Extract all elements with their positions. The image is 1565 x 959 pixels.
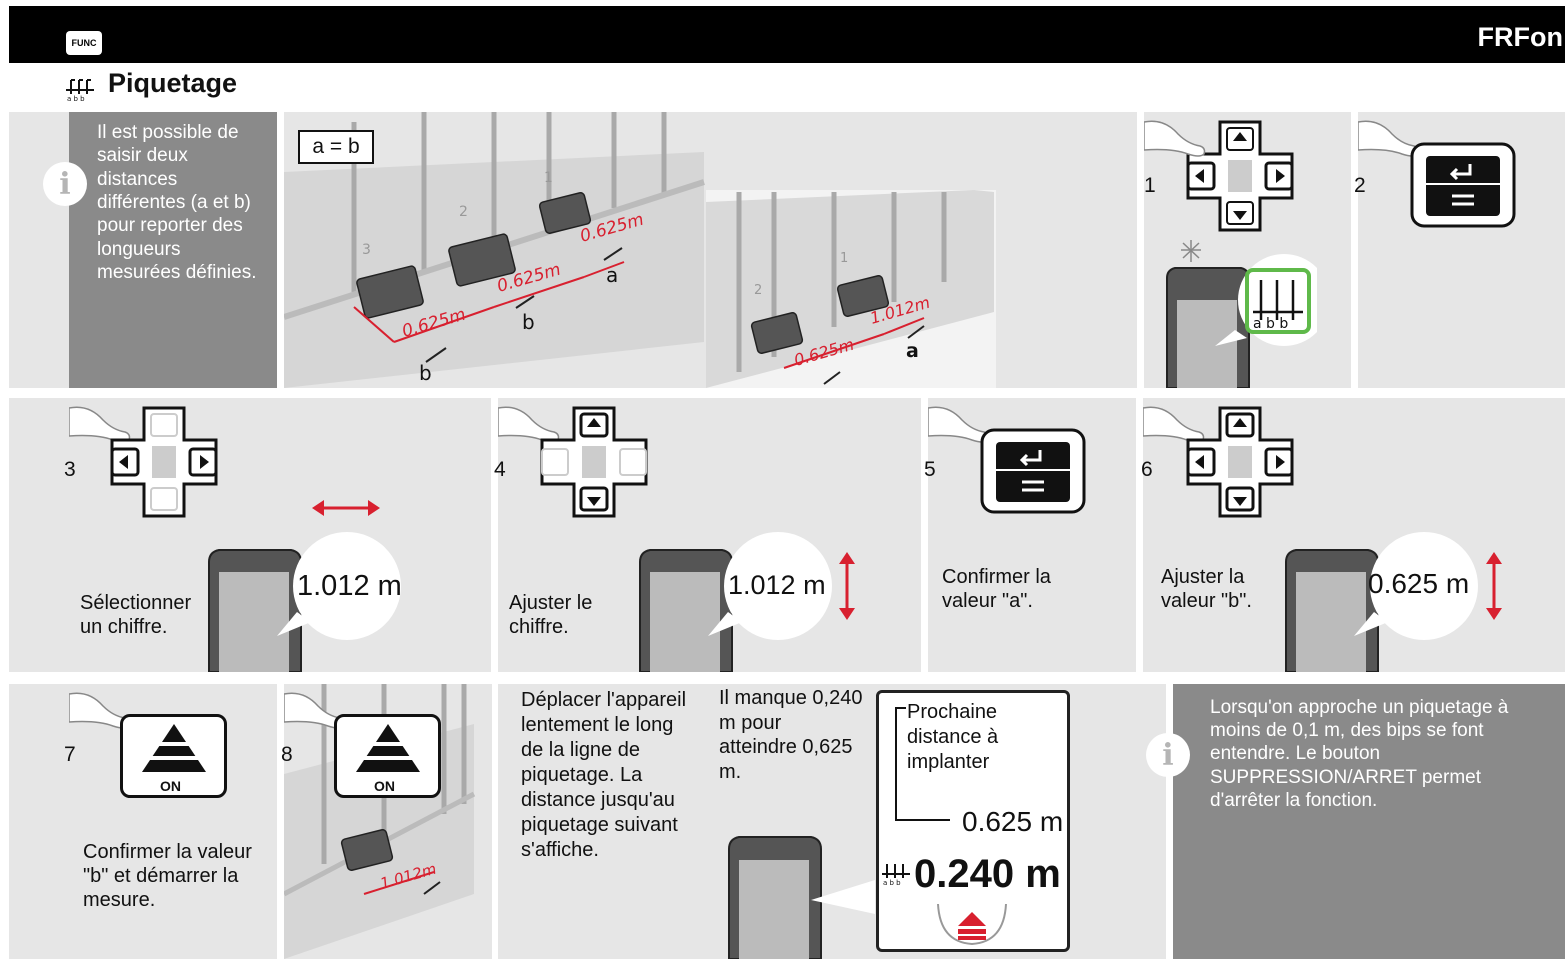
step-number: 1 bbox=[1144, 174, 1156, 197]
page-title: Piquetage bbox=[108, 68, 238, 98]
info-text-2: Lorsqu'on approche un piquetage à moins … bbox=[1210, 697, 1509, 811]
stakeout-icon: a b b bbox=[66, 79, 94, 102]
info-panel-2 bbox=[1173, 684, 1565, 959]
func-badge: FUNC bbox=[66, 31, 102, 55]
svg-text:a b b: a b b bbox=[1253, 316, 1288, 332]
on-label: ON bbox=[374, 778, 395, 794]
info-icon: i bbox=[43, 162, 87, 206]
keypad-all-icon bbox=[1186, 406, 1294, 518]
stakeout-triangle-icon bbox=[356, 724, 420, 772]
finger-icon bbox=[1143, 406, 1205, 443]
svg-text:2: 2 bbox=[754, 283, 762, 298]
info-icon: i bbox=[1146, 733, 1190, 777]
step-number: 5 bbox=[924, 458, 936, 481]
stakeout-icon: a b b bbox=[882, 864, 910, 886]
finger-icon bbox=[1144, 120, 1206, 157]
enter-key-icon bbox=[1410, 142, 1516, 228]
display-remaining-value: 0.240 m bbox=[914, 852, 1061, 896]
screen-bracket bbox=[895, 707, 950, 821]
corner-label: FRFon bbox=[1477, 22, 1563, 52]
left-right-arrow-icon bbox=[312, 500, 380, 516]
device-3 bbox=[356, 192, 592, 319]
step-text: Ajuster le chiffre. bbox=[509, 592, 593, 638]
keypad-left-right-icon bbox=[110, 406, 218, 518]
missing-text: Il manque 0,240 m pour atteindre 0,625 m… bbox=[719, 687, 863, 783]
device-display-icon bbox=[1285, 532, 1478, 672]
step-number: 3 bbox=[64, 458, 76, 481]
top-bar bbox=[9, 6, 1565, 63]
up-down-arrow-icon bbox=[1486, 552, 1502, 620]
step-number: 2 bbox=[1354, 174, 1366, 197]
step-number: 8 bbox=[281, 743, 293, 766]
stakeout-triangle-icon bbox=[142, 724, 206, 772]
svg-text:a: a bbox=[606, 263, 618, 287]
svg-text:3: 3 bbox=[362, 242, 371, 258]
svg-text:1: 1 bbox=[544, 170, 553, 186]
device-menu-icon: a b b bbox=[1166, 240, 1317, 388]
svg-text:b: b bbox=[522, 310, 535, 334]
display-label: Prochaine distance à implanter bbox=[907, 701, 999, 773]
finger-icon bbox=[69, 406, 131, 443]
bubble-value: 1.012 m bbox=[297, 570, 402, 602]
bubble-value: 1.012 m bbox=[728, 570, 826, 600]
svg-text:a b b: a b b bbox=[67, 95, 85, 102]
svg-text:1: 1 bbox=[840, 251, 848, 266]
step-number: 6 bbox=[1141, 458, 1153, 481]
keypad-up-down-icon bbox=[540, 406, 648, 518]
formula-box: a = b bbox=[298, 130, 374, 164]
step-text: Confirmer la valeur "b" et démarrer la m… bbox=[83, 841, 252, 911]
up-down-arrow-icon bbox=[839, 552, 855, 620]
bubble-value: 0.625 m bbox=[1368, 568, 1470, 599]
device-display-icon bbox=[639, 532, 832, 672]
step-text: Sélectionner un chiffre. bbox=[80, 592, 192, 638]
step-number: 7 bbox=[64, 743, 76, 766]
step-text: Ajuster la valeur "b". bbox=[1161, 566, 1252, 612]
enter-key-icon bbox=[980, 428, 1086, 514]
svg-text:b: b bbox=[419, 361, 432, 385]
finger-icon bbox=[498, 406, 560, 443]
step-text: Confirmer la valeur "a". bbox=[942, 566, 1051, 612]
step-number: 4 bbox=[494, 458, 506, 481]
info-panel-1 bbox=[69, 112, 277, 388]
on-label: ON bbox=[160, 778, 181, 794]
svg-text:2: 2 bbox=[459, 204, 468, 220]
stakeout-illustration: 3 2 1 0.625m 0.625m 0.625m b b a 2 1 0.6… bbox=[284, 112, 996, 388]
svg-text:a b b: a b b bbox=[883, 879, 901, 886]
formula-text: a = b bbox=[312, 135, 360, 159]
device-icon bbox=[728, 836, 875, 959]
display-next-value: 0.625 m bbox=[962, 806, 1064, 837]
svg-text:a: a bbox=[906, 340, 919, 362]
stakeout-arrow-icon bbox=[937, 903, 1007, 946]
info-text-1: Il est possible de saisir deux distances… bbox=[97, 122, 257, 284]
step-8-text: Déplacer l'appareil lentement le long de… bbox=[521, 689, 687, 861]
device-display-icon bbox=[208, 532, 401, 672]
